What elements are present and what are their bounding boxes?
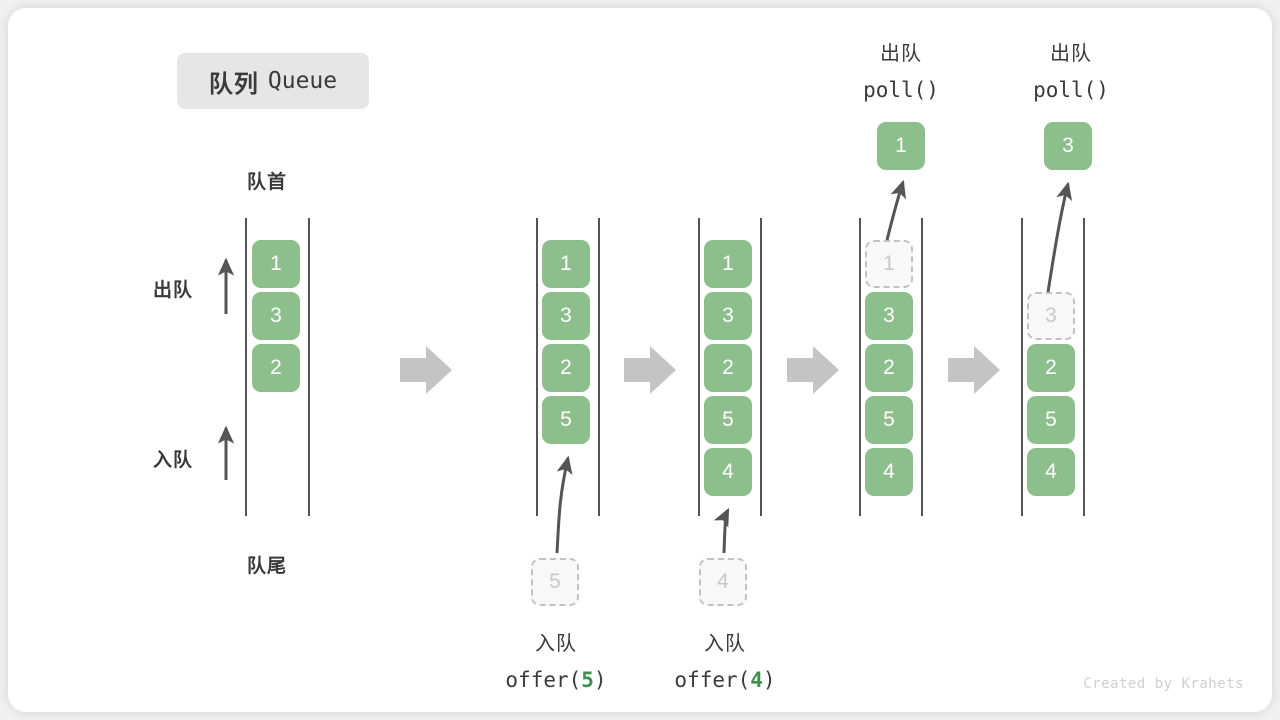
operation-label-poll-1: 出队 poll() <box>811 36 991 108</box>
operation-label-poll-1-code: poll() <box>863 78 939 102</box>
cell-col1-0: 1 <box>252 240 300 288</box>
cell-col5-3: 4 <box>1027 448 1075 496</box>
cell-col1-2: 2 <box>252 344 300 392</box>
enqueue-direction-label: 入队 <box>153 450 194 471</box>
rail-right-col1 <box>308 218 310 516</box>
popped-cell-poll-3: 3 <box>1044 122 1092 170</box>
operation-label-offer-5-cn: 入队 <box>535 633 577 655</box>
transition-arrow-1 <box>400 346 452 394</box>
cell-col4-2: 2 <box>865 344 913 392</box>
cell-col4-3: 5 <box>865 396 913 444</box>
cell-col4-1: 3 <box>865 292 913 340</box>
watermark-credit: Created by Krahets <box>1083 676 1244 692</box>
dequeue-direction-label: 出队 <box>153 280 194 301</box>
cell-col3-4: 4 <box>704 448 752 496</box>
rail-left-col3 <box>698 218 700 516</box>
queue-head-label: 队首 <box>247 172 288 193</box>
transition-arrow-2 <box>624 346 676 394</box>
poll-3-arrow <box>1046 181 1073 293</box>
poll-1-arrow <box>885 179 906 241</box>
operation-label-offer-5-code: offer(5) <box>505 668 607 692</box>
rail-left-col4 <box>859 218 861 516</box>
diagram-card: 队列 Queue 队首 队尾 出队 入队 1 3 2 1 3 2 5 5 入队 … <box>8 8 1272 712</box>
cell-col3-1: 3 <box>704 292 752 340</box>
operation-label-poll-1-cn: 出队 <box>880 43 922 65</box>
queue-tail-label: 队尾 <box>247 556 288 577</box>
operation-label-poll-3-code: poll() <box>1033 78 1109 102</box>
offer-5-arrow <box>555 455 573 554</box>
cell-col3-3: 5 <box>704 396 752 444</box>
rail-left-col1 <box>245 218 247 516</box>
title-badge: 队列 Queue <box>177 53 369 109</box>
operation-label-offer-4-cn: 入队 <box>704 633 746 655</box>
operation-label-poll-3-cn: 出队 <box>1050 43 1092 65</box>
cell-col2-0: 1 <box>542 240 590 288</box>
rail-right-col4 <box>921 218 923 516</box>
ghost-cell-poll-3: 3 <box>1027 292 1075 340</box>
cell-col2-1: 3 <box>542 292 590 340</box>
operation-label-offer-5: 入队 offer(5) <box>466 626 646 698</box>
rail-right-col5 <box>1083 218 1085 516</box>
cell-col2-2: 2 <box>542 344 590 392</box>
transition-arrow-4 <box>948 346 1000 394</box>
rail-left-col5 <box>1021 218 1023 516</box>
title-chinese: 队列 <box>208 70 259 98</box>
operation-label-offer-4: 入队 offer(4) <box>635 626 815 698</box>
cell-col5-1: 2 <box>1027 344 1075 392</box>
operation-label-offer-4-code: offer(4) <box>674 668 776 692</box>
cell-col3-2: 2 <box>704 344 752 392</box>
rail-right-col2 <box>598 218 600 516</box>
rail-left-col2 <box>536 218 538 516</box>
cell-col4-4: 4 <box>865 448 913 496</box>
ghost-cell-offer-4: 4 <box>699 558 747 606</box>
offer-4-arrow <box>713 507 730 554</box>
popped-cell-poll-1: 1 <box>877 122 925 170</box>
ghost-cell-poll-1: 1 <box>865 240 913 288</box>
transition-arrow-3 <box>787 346 839 394</box>
cell-col2-3: 5 <box>542 396 590 444</box>
rail-right-col3 <box>760 218 762 516</box>
cell-col3-0: 1 <box>704 240 752 288</box>
ghost-cell-offer-5: 5 <box>531 558 579 606</box>
title-english: Queue <box>267 68 338 94</box>
cell-col1-1: 3 <box>252 292 300 340</box>
cell-col5-2: 5 <box>1027 396 1075 444</box>
arrows-overlay <box>217 179 1073 554</box>
operation-label-poll-3: 出队 poll() <box>981 36 1161 108</box>
